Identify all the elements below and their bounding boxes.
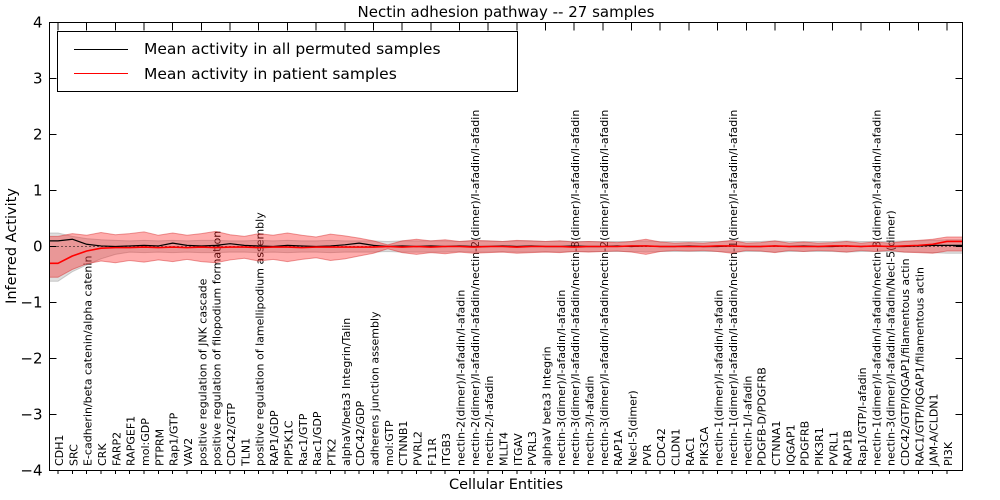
y-tick-label: −3	[20, 406, 42, 424]
y-axis-label: Inferred Activity	[4, 188, 20, 304]
entity-tick-label: nectin-2(dimer)/I-afadin/I-afadin/nectin…	[469, 110, 482, 466]
legend-item-patient: Mean activity in patient samples	[68, 65, 507, 83]
permuted-line-swatch	[74, 48, 128, 50]
entity-tick-label: PI3K	[942, 441, 955, 466]
entity-tick-label: Rap1/GTP/I-afadin	[856, 367, 869, 466]
entity-tick-label: nectin-3(dimer)/I-afadin/I-afadin/nectin…	[569, 110, 582, 466]
entity-tick-label: ITGB3	[440, 433, 453, 466]
entity-tick-label: CDC42/GTP/IQGAP1/filamentous actin	[899, 258, 912, 466]
entity-tick-label: PTPRM	[153, 429, 166, 466]
entity-tick-label: PVRL1	[827, 431, 840, 466]
chart-title: Nectin adhesion pathway -- 27 samples	[357, 3, 655, 21]
entity-tick-label: nectin-1(dimer)/I-afadin/I-afadin	[713, 290, 726, 466]
entity-tick-label: CLDN1	[670, 428, 683, 466]
patient-line-swatch	[74, 73, 128, 75]
entity-tick-label: RAP1A	[612, 430, 625, 466]
entity-tick-label: CDC42/GTP	[225, 403, 238, 466]
series-layer	[49, 230, 963, 282]
patient-samples-band	[49, 230, 963, 278]
entity-tick-label: E-cadherin/beta catenin/alpha catenin	[82, 256, 95, 466]
entity-tick-label: JAM-A/CLDN1	[928, 393, 941, 467]
tick-marks	[49, 22, 963, 474]
entity-tick-label: alphaV beta3 Integrin	[541, 346, 554, 466]
entity-tick-label: FARP2	[110, 432, 123, 466]
entity-tick-label: PDGFRB	[799, 421, 812, 466]
y-tick-label: 1	[33, 182, 43, 200]
entity-tick-label: IQGAP1	[784, 424, 797, 466]
entity-tick-label: nectin-3(dimer)/I-afadin/I-afadin/nectin…	[598, 110, 611, 466]
y-tick-label: −2	[20, 350, 42, 368]
legend: Mean activity in all permuted samples Me…	[57, 31, 518, 92]
legend-label: Mean activity in all permuted samples	[144, 40, 441, 59]
entity-tick-label: nectin-2/I-afadin	[483, 376, 496, 466]
entity-tick-label: RAP1B	[842, 430, 855, 466]
entity-tick-label: RAP1/GDP	[268, 410, 281, 466]
y-tick-label: 0	[33, 238, 43, 256]
entity-tick-label: PDGFB-D/PDGFRB	[756, 367, 769, 466]
y-tick-label: 3	[33, 70, 43, 88]
entity-tick-label: CDH1	[53, 435, 66, 466]
entity-tick-label: nectin-1(dimer)/I-afadin/I-afadin/nectin…	[727, 110, 740, 466]
entity-tick-label: PVRL3	[526, 431, 539, 466]
entity-tick-label: positive regulation of JNK cascade	[196, 278, 209, 466]
x-axis-label: Cellular Entities	[448, 477, 564, 493]
legend-item-permuted: Mean activity in all permuted samples	[68, 40, 507, 58]
entity-tick-label: PVR	[641, 444, 654, 466]
y-tick-label: −1	[20, 294, 42, 312]
entity-tick-label: alphaV/beta3 Integrin/Talin	[340, 318, 353, 466]
entity-tick-label: CDC42	[655, 428, 668, 466]
entity-tick-label: positive regulation of filopodium format…	[211, 231, 224, 466]
entity-tick-label: RAPGEF1	[125, 416, 138, 466]
entity-tick-label: RAC1/GTP/IQGAP1/filamentous actin	[913, 267, 926, 466]
entity-tick-label: nectin-1/I-afadin	[741, 376, 754, 466]
entity-tick-label: Rac1/GTP	[297, 413, 310, 466]
entity-tick-label: CRK	[96, 443, 109, 466]
entity-tick-label: VAV2	[182, 438, 195, 466]
entity-tick-label: nectin-3(dimer)/I-afadin/I-afadin	[555, 290, 568, 466]
entity-tick-label: adherens junction assembly	[368, 311, 381, 466]
entity-tick-label: positive regulation of lamellipodium ass…	[254, 212, 267, 466]
entity-tick-label: RAC1	[684, 437, 697, 466]
y-tick-label: 2	[33, 126, 43, 144]
entity-tick-label: Necl-5(dimer)	[627, 390, 640, 466]
entity-tick-label: MLLT4	[498, 432, 511, 466]
entity-tick-label: PIP5K1C	[282, 420, 295, 466]
patient-mean-line	[49, 240, 963, 265]
entity-tick-label: CTNNB1	[397, 421, 410, 466]
entity-tick-label: CTNNA1	[770, 421, 783, 466]
entity-tick-label: F11R	[426, 438, 439, 466]
entity-tick-label: SRC	[67, 444, 80, 466]
entity-tick-label: TLN1	[239, 438, 252, 467]
legend-label: Mean activity in patient samples	[144, 64, 397, 83]
y-tick-label: −4	[20, 462, 42, 480]
entity-tick-label: nectin-2(dimer)/I-afadin/I-afadin	[454, 290, 467, 466]
entity-tick-label: PIK3R1	[813, 427, 826, 466]
entity-tick-label: ITGAV	[512, 433, 525, 466]
entity-tick-label: mol:GTP	[383, 420, 396, 466]
y-tick-label: 4	[33, 14, 43, 32]
entity-tick-label: CDC42/GDP	[354, 400, 367, 466]
entity-tick-label: PVRL2	[411, 431, 424, 466]
entity-tick-label: Rap1/GTP	[168, 412, 181, 466]
permuted-samples-band	[49, 232, 963, 282]
entity-tick-label: nectin-3/I-afadin	[584, 376, 597, 466]
entity-tick-label: PIK3CA	[698, 426, 711, 466]
entity-tick-label: nectin-3(dimer)/I-afadin/I-afadin/Necl-5…	[885, 210, 898, 466]
entity-tick-label: PTK2	[325, 438, 338, 466]
entity-tick-label: nectin-1(dimer)/I-afadin/I-afadin/nectin…	[870, 110, 883, 466]
entity-tick-label: Rac1/GDP	[311, 411, 324, 466]
entity-tick-label: mol:GDP	[139, 418, 152, 466]
